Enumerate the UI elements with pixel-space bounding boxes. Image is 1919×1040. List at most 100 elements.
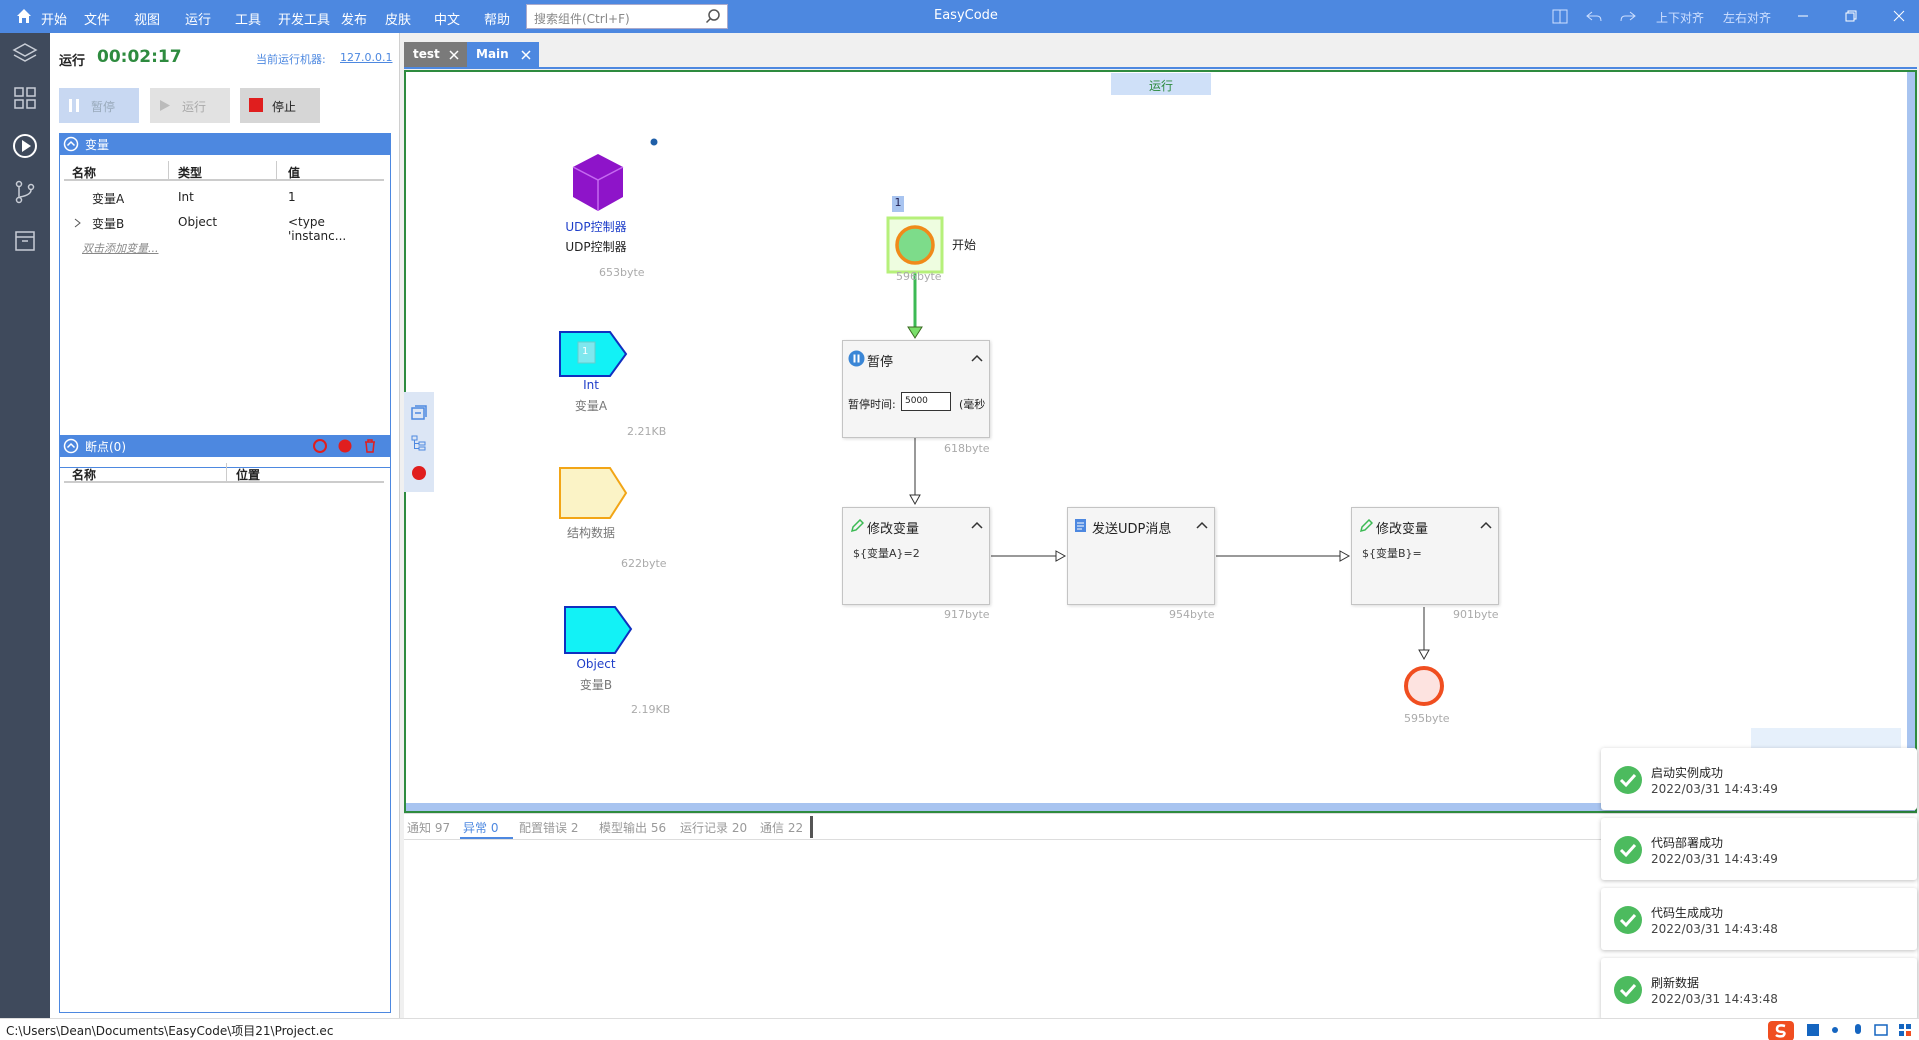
collapse-icon[interactable]	[63, 136, 79, 152]
struct-data-icon[interactable]	[558, 466, 628, 520]
menu-skin[interactable]: 皮肤	[385, 13, 412, 28]
toast-notification[interactable]: 代码生成成功 2022/03/31 14:43:48	[1601, 888, 1917, 950]
close-icon[interactable]	[1893, 10, 1905, 22]
restore-icon[interactable]	[1845, 10, 1857, 22]
play-circle-icon[interactable]	[12, 133, 38, 159]
close-tab-icon[interactable]	[449, 50, 459, 60]
home-icon[interactable]	[16, 8, 32, 24]
menu-run[interactable]: 运行	[185, 13, 212, 28]
udp-cube-icon[interactable]	[570, 152, 626, 214]
start-label: 开始	[952, 238, 977, 252]
modify-expr: ${变量B}=	[1362, 547, 1422, 560]
package-icon[interactable]	[12, 227, 38, 253]
elapsed-timer: 00:02:17	[97, 47, 182, 67]
grid-icon[interactable]	[12, 85, 38, 111]
machine-ip-link[interactable]: 127.0.0.1	[340, 51, 393, 64]
pause-node-icon	[848, 350, 865, 367]
table-row[interactable]: 变量B Object <type 'instanc...	[64, 212, 384, 243]
toast-title: 刷新数据	[1651, 976, 1700, 990]
title-bar: 开始 文件 视图 运行 工具 开发工具 发布 皮肤 中文 帮助 搜索组件(Ctr…	[0, 0, 1919, 33]
tab-test[interactable]: test	[404, 42, 467, 67]
toast-notification[interactable]: 启动实例成功 2022/03/31 14:43:49	[1601, 748, 1917, 810]
canvas-side-toolbar	[404, 392, 434, 492]
modify-variable-node[interactable]: 修改变量 ${变量B}=	[1351, 507, 1499, 605]
flow-connectors	[907, 252, 1430, 661]
chevron-up-icon[interactable]	[971, 521, 983, 529]
expand-arrow-icon[interactable]	[74, 218, 81, 228]
undo-icon[interactable]	[1586, 9, 1602, 24]
menu-language[interactable]: 中文	[434, 13, 461, 28]
trash-icon[interactable]	[362, 438, 378, 454]
variables-header[interactable]: 变量	[59, 133, 391, 155]
tab-communication[interactable]: 通信 22	[760, 821, 804, 835]
pause-button[interactable]: 暂停	[59, 88, 139, 123]
tree-structure-icon[interactable]	[410, 434, 428, 452]
vertical-scrollbar[interactable]	[1907, 72, 1915, 752]
layers-icon[interactable]	[12, 41, 38, 67]
minimize-icon[interactable]	[1797, 10, 1809, 22]
stop-button[interactable]: 停止	[240, 88, 320, 123]
tab-main[interactable]: Main	[467, 42, 539, 67]
collapse-icon[interactable]	[63, 438, 79, 454]
toast-notification[interactable]: 刷新数据 2022/03/31 14:43:48	[1601, 958, 1917, 1020]
breakpoint-outline-icon[interactable]	[312, 438, 328, 454]
chevron-up-icon[interactable]	[971, 354, 983, 362]
breakpoint-icon[interactable]	[410, 464, 428, 482]
branch-icon[interactable]	[12, 179, 38, 205]
search-input[interactable]: 搜索组件(Ctrl+F)	[526, 4, 728, 29]
breakpoint-filled-icon[interactable]	[337, 438, 353, 454]
edit-pencil-icon	[1359, 519, 1373, 533]
layout-book-icon[interactable]	[1552, 9, 1568, 24]
check-circle-icon	[1614, 766, 1642, 794]
object-size: 2.19KB	[631, 703, 671, 716]
toast-time: 2022/03/31 14:43:48	[1651, 922, 1778, 936]
int-label: Int	[583, 378, 599, 392]
menu-help[interactable]: 帮助	[484, 13, 511, 28]
modify-variable-node[interactable]: 修改变量 ${变量A}=2	[842, 507, 990, 605]
int-size: 2.21KB	[627, 425, 667, 438]
tab-exceptions[interactable]: 异常 0	[463, 821, 499, 835]
col-value: 值	[288, 166, 301, 180]
toast-notification[interactable]: 代码部署成功 2022/03/31 14:43:49	[1601, 818, 1917, 880]
menu-view[interactable]: 视图	[134, 13, 161, 28]
ime-logo-icon[interactable]	[1767, 1020, 1795, 1040]
pause-node[interactable]: 暂停 暂停时间: 5000 (毫秒	[842, 340, 990, 438]
add-variable-hint[interactable]: 双击添加变量...	[82, 242, 159, 255]
menu-publish[interactable]: 发布	[341, 13, 368, 28]
end-node[interactable]	[1402, 664, 1446, 708]
var-value: 1	[288, 190, 296, 204]
object-label: Object	[576, 657, 616, 671]
tab-run-log[interactable]: 运行记录 20	[680, 821, 748, 835]
tab-model-output[interactable]: 模型输出 56	[599, 821, 667, 835]
send-udp-node[interactable]: 发送UDP消息	[1067, 507, 1215, 605]
struct-size: 622byte	[621, 557, 667, 570]
check-circle-icon	[1614, 976, 1642, 1004]
breakpoints-header[interactable]: 断点(0)	[59, 435, 391, 457]
int-variable-icon[interactable]	[558, 330, 628, 378]
close-tab-icon[interactable]	[521, 50, 531, 60]
run-button[interactable]: 运行	[150, 88, 230, 123]
start-node[interactable]	[886, 216, 944, 274]
search-icon[interactable]	[705, 8, 721, 24]
horizontal-scrollbar[interactable]	[406, 803, 1915, 811]
redo-icon[interactable]	[1620, 9, 1636, 24]
menu-home[interactable]: 开始	[41, 13, 68, 28]
stop-button-label: 停止	[272, 100, 297, 114]
tab-config-errors[interactable]: 配置错误 2	[519, 821, 579, 835]
search-placeholder: 搜索组件(Ctrl+F)	[534, 12, 630, 26]
flow-canvas[interactable]: 运行 UDP控制器 UDP控制器 653byte 1 Int 变量A 2.21K…	[404, 70, 1917, 813]
object-variable-icon[interactable]	[563, 605, 633, 655]
align-vertical-button[interactable]: 上下对齐	[1656, 11, 1705, 25]
var-type: Int	[178, 190, 194, 204]
table-row[interactable]: 变量A Int 1	[64, 187, 384, 207]
align-horizontal-button[interactable]: 左右对齐	[1723, 11, 1772, 25]
fit-view-icon[interactable]	[410, 404, 428, 422]
chevron-up-icon[interactable]	[1196, 521, 1208, 529]
chevron-up-icon[interactable]	[1480, 521, 1492, 529]
pause-time-input[interactable]: 5000	[901, 392, 951, 411]
menu-file[interactable]: 文件	[84, 13, 111, 28]
menu-tools[interactable]: 工具	[235, 13, 262, 28]
ime-toolbar-icons[interactable]	[1805, 1022, 1915, 1038]
menu-devtools[interactable]: 开发工具	[278, 13, 331, 28]
tab-notifications[interactable]: 通知 97	[407, 821, 451, 835]
